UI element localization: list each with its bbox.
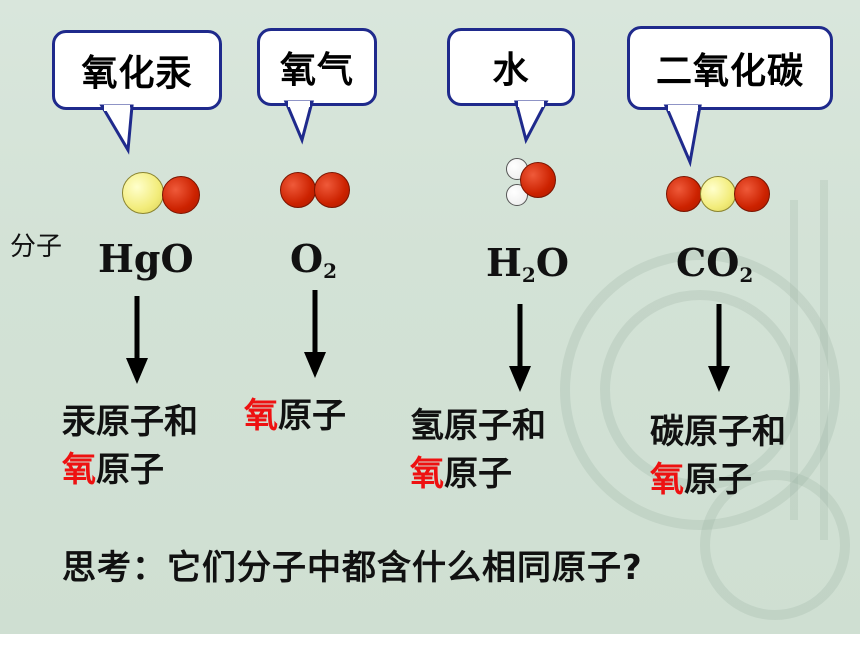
formula-mercury-oxide: HgO (98, 236, 194, 281)
oxygen-atom (734, 176, 770, 212)
oxygen-atom (162, 176, 200, 214)
bubble-tail (99, 104, 134, 155)
atoms-mercury-oxide: 汞原子和 氧原子 (62, 402, 198, 490)
down-arrow (304, 290, 326, 378)
down-arrow (708, 304, 730, 392)
formula-carbon-dioxide: CO2 (676, 240, 754, 287)
background-decoration (820, 180, 828, 540)
carbon-atom (700, 176, 736, 212)
background-decoration (790, 200, 798, 520)
oxygen-atom (280, 172, 316, 208)
speech-bubble-water: 水 (447, 28, 575, 106)
atoms-oxygen: 氧原子 (244, 396, 346, 436)
speech-bubble-oxygen: 氧气 (257, 28, 377, 106)
speech-bubble-mercury-oxide: 氧化汞 (52, 30, 222, 110)
down-arrow (509, 304, 531, 392)
formula-water: H2O (486, 240, 569, 287)
atoms-water: 氢原子和 氧原子 (410, 406, 546, 494)
speech-bubble-carbon-dioxide: 二氧化碳 (627, 26, 833, 110)
bubble-label: 氧气 (279, 50, 354, 91)
molecule-label: 分子 (10, 232, 63, 262)
background-decoration (700, 470, 850, 620)
background-decoration (560, 250, 840, 530)
mercury-atom (122, 172, 164, 214)
bubble-label: 二氧化碳 (655, 51, 804, 92)
atoms-carbon-dioxide: 碳原子和 氧原子 (650, 412, 786, 500)
bubble-tail (514, 100, 549, 145)
down-arrow (126, 296, 148, 384)
oxygen-atom (314, 172, 350, 208)
background-decoration (600, 290, 800, 490)
bubble-tail (663, 104, 702, 168)
bubble-label: 水 (492, 50, 530, 91)
bubble-label: 氧化汞 (81, 53, 193, 94)
formula-oxygen: O2 (290, 236, 338, 283)
bubble-tail (283, 100, 314, 145)
question-text: 思考：它们分子中都含什么相同原子? (62, 548, 643, 588)
oxygen-atom (520, 162, 556, 198)
oxygen-atom (666, 176, 702, 212)
